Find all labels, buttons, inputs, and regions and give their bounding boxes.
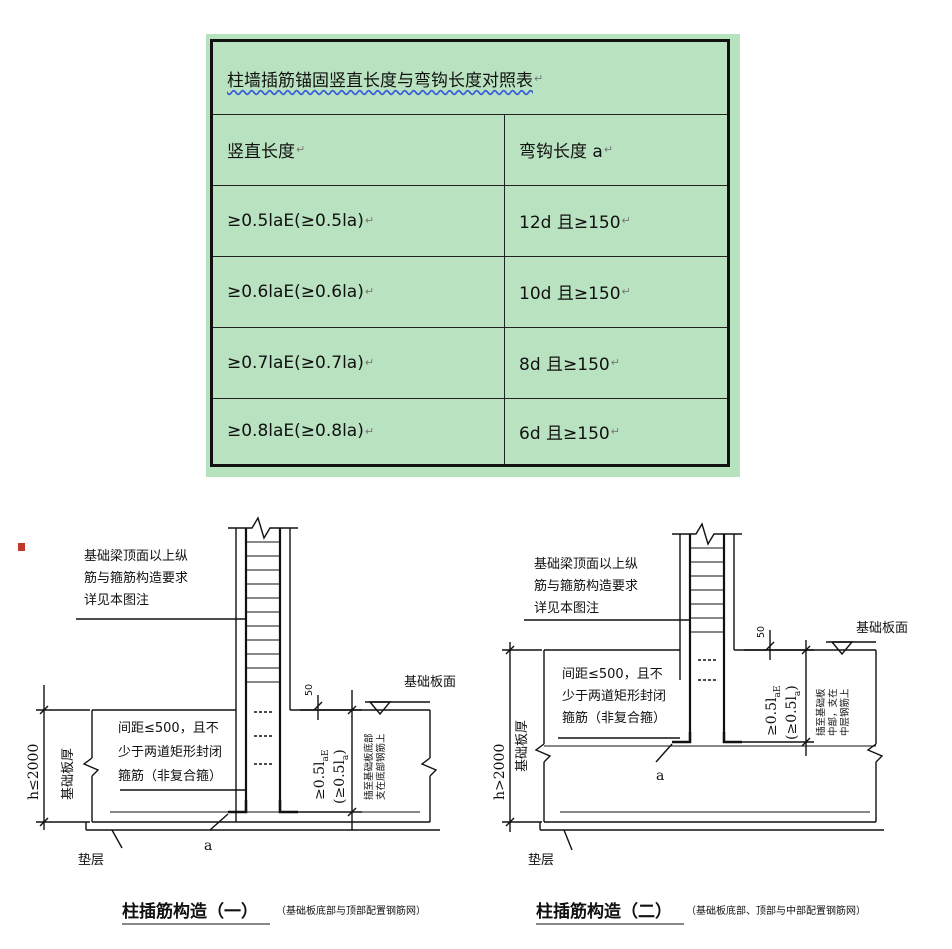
svg-text:50: 50: [304, 684, 315, 696]
table-row: ≥0.6laE(≥0.6la)↵ 10d 且≥150↵: [213, 256, 727, 328]
table-row: ≥0.8laE(≥0.8la)↵ 6d 且≥150↵: [213, 398, 727, 464]
table-cell: 8d 且≥150↵: [519, 355, 620, 375]
table-cell: ≥0.8laE(≥0.8la)↵: [213, 398, 505, 464]
svg-text:a: a: [656, 768, 664, 784]
table-row: ≥0.5laE(≥0.5la)↵ 12d 且≥150↵: [213, 185, 727, 257]
anchor-table-panel: 柱墙插筋锚固竖直长度与弯钩长度对照表↵ 竖直长度↵ 弯钩长度 a↵ ≥0.5la…: [206, 34, 740, 477]
anchor-length-table: 柱墙插筋锚固竖直长度与弯钩长度对照表↵ 竖直长度↵ 弯钩长度 a↵ ≥0.5la…: [210, 39, 730, 467]
column-dowel-diagram-1: 基础梁顶面以上纵 筋与箍筋构造要求 详见本图注 间距≤500，且不 少于两道矩形…: [26, 516, 456, 925]
table-title-row: 柱墙插筋锚固竖直长度与弯钩长度对照表↵: [213, 42, 727, 115]
svg-text:间距≤500，且不: 间距≤500，且不: [118, 721, 219, 736]
svg-text:(≥0.5la): (≥0.5la): [332, 749, 351, 804]
svg-text:柱插筋构造（二）: 柱插筋构造（二）: [536, 901, 672, 922]
table-cell: ≥0.6laE(≥0.6la)↵: [213, 256, 505, 327]
svg-text:箍筋（非复合箍）: 箍筋（非复合箍）: [562, 710, 666, 726]
svg-text:50: 50: [756, 626, 767, 638]
table-title-cell: 柱墙插筋锚固竖直长度与弯钩长度对照表↵: [213, 42, 727, 114]
svg-text:中部，支在: 中部，支在: [827, 688, 839, 736]
svg-text:基础板面: 基础板面: [856, 621, 908, 636]
svg-text:箍筋（非复合箍）: 箍筋（非复合箍）: [118, 768, 222, 784]
svg-text:h≤2000: h≤2000: [26, 744, 42, 800]
svg-text:垫层: 垫层: [78, 852, 104, 868]
svg-text:基础板面: 基础板面: [404, 675, 456, 690]
table-row: ≥0.7laE(≥0.7la)↵ 8d 且≥150↵: [213, 327, 727, 399]
svg-text:（基础板底部、顶部与中部配置钢筋网）: （基础板底部、顶部与中部配置钢筋网）: [686, 904, 866, 917]
svg-text:筋与箍筋构造要求: 筋与箍筋构造要求: [534, 578, 638, 594]
svg-text:中层钢筋上: 中层钢筋上: [839, 688, 851, 736]
svg-text:详见本图注: 详见本图注: [534, 601, 599, 616]
svg-text:垫层: 垫层: [528, 852, 554, 868]
svg-text:少于两道矩形封闭: 少于两道矩形封闭: [118, 745, 222, 760]
red-marker: [18, 543, 25, 551]
svg-text:基础板厚: 基础板厚: [61, 748, 76, 800]
table-cell: 6d 且≥150↵: [519, 423, 620, 444]
svg-text:≥0.5laE: ≥0.5laE: [764, 686, 783, 736]
svg-text:柱插筋构造（一）: 柱插筋构造（一）: [122, 901, 258, 922]
svg-text:筋与箍筋构造要求: 筋与箍筋构造要求: [84, 570, 188, 586]
svg-text:(≥0.5la): (≥0.5la): [784, 685, 803, 740]
table-header-row: 竖直长度↵ 弯钩长度 a↵: [213, 114, 727, 186]
svg-text:基础板厚: 基础板厚: [515, 720, 530, 772]
svg-text:支在底部钢筋上: 支在底部钢筋上: [375, 733, 387, 800]
svg-text:详见本图注: 详见本图注: [84, 593, 149, 608]
table-cell: ≥0.7laE(≥0.7la)↵: [213, 327, 505, 398]
svg-text:（基础板底部与顶部配置钢筋网）: （基础板底部与顶部配置钢筋网）: [276, 904, 426, 917]
table-cell: ≥0.5laE(≥0.5la)↵: [213, 185, 505, 256]
column-dowel-diagram-2: 基础梁顶面以上纵 筋与箍筋构造要求 详见本图注 间距≤500，且不 少于两道矩形…: [492, 522, 908, 925]
svg-text:≥0.5laE: ≥0.5laE: [312, 750, 331, 800]
table-header-cell: 竖直长度↵: [213, 114, 505, 185]
table-title: 柱墙插筋锚固竖直长度与弯钩长度对照表: [227, 70, 533, 91]
table-cell: 10d 且≥150↵: [519, 284, 631, 304]
table-cell: 12d 且≥150↵: [519, 213, 631, 233]
svg-text:插至基础板底部: 插至基础板底部: [363, 733, 375, 800]
svg-text:h>2000: h>2000: [492, 744, 508, 800]
svg-text:a: a: [204, 838, 212, 854]
svg-text:间距≤500，且不: 间距≤500，且不: [562, 667, 663, 682]
svg-text:基础梁顶面以上纵: 基础梁顶面以上纵: [84, 549, 188, 564]
svg-text:少于两道矩形封闭: 少于两道矩形封闭: [562, 689, 666, 704]
svg-text:基础梁顶面以上纵: 基础梁顶面以上纵: [534, 557, 638, 572]
svg-text:插至基础板: 插至基础板: [815, 688, 827, 736]
table-header-cell: 弯钩长度 a↵: [519, 142, 614, 162]
